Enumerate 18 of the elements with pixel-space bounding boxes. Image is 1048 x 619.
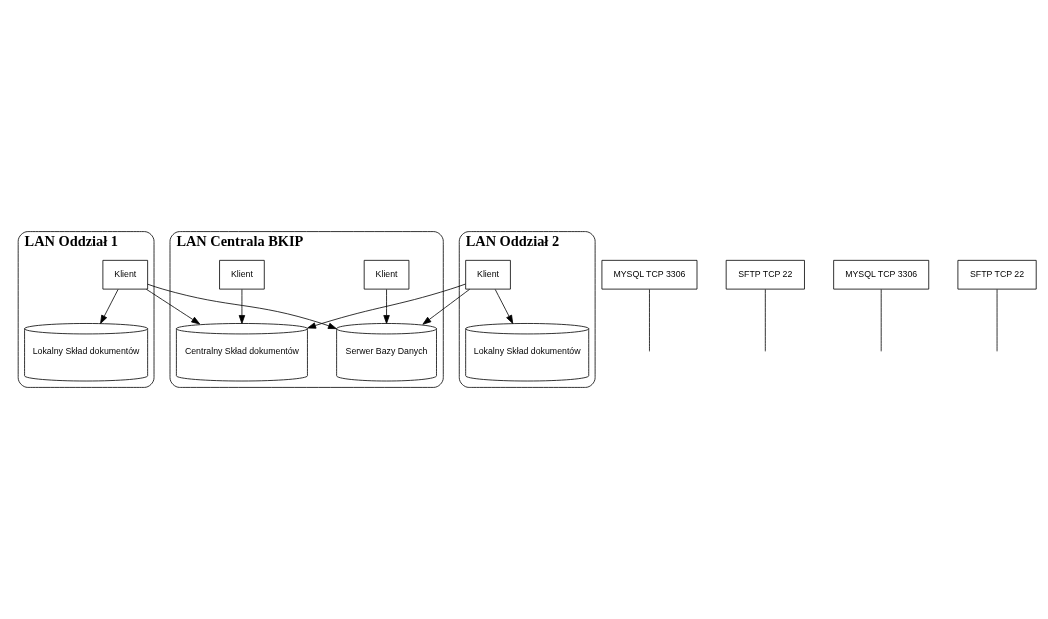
node-box: Klient xyxy=(219,259,265,290)
node-box: MYSQL TCP 3306 xyxy=(833,259,930,290)
arrow xyxy=(422,288,471,325)
connector xyxy=(649,289,650,352)
arrow xyxy=(146,288,201,325)
node-box: Klient xyxy=(102,259,149,290)
arrow xyxy=(100,289,119,324)
node-box: SFTP TCP 22 xyxy=(957,259,1037,290)
arrow xyxy=(383,289,390,324)
arrow xyxy=(147,283,337,330)
arrow xyxy=(494,289,514,324)
arrow xyxy=(238,289,246,324)
node-box: MYSQL TCP 3306 xyxy=(601,259,698,290)
connector xyxy=(764,289,766,352)
arrow xyxy=(307,283,466,329)
node-box: Klient xyxy=(465,259,511,290)
node-box: SFTP TCP 22 xyxy=(725,259,805,290)
node-box: Klient xyxy=(363,259,410,290)
